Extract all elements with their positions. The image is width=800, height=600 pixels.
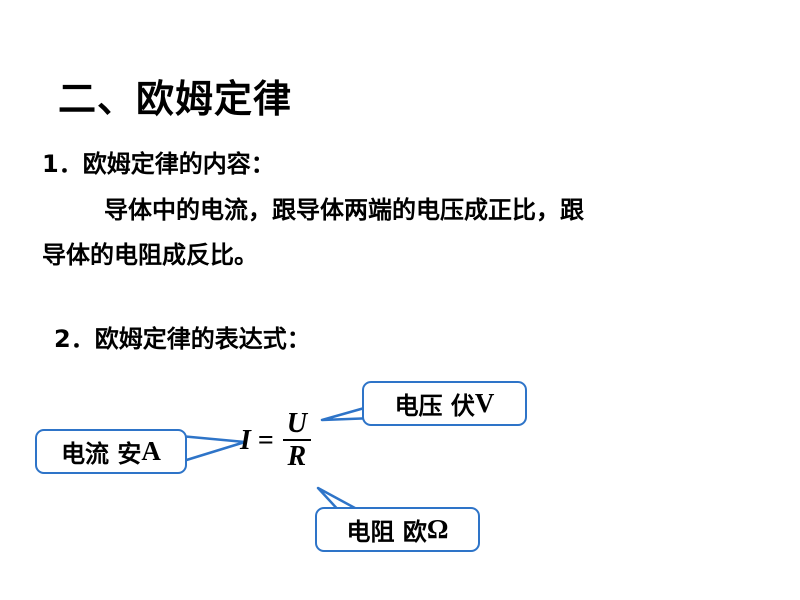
current-callout-pointer [178,434,247,464]
resistance-unit: Ω [426,514,449,544]
formula-denominator: R [287,441,307,472]
voltage-callout-label: 电压 伏 [394,392,475,420]
law-content-line-1: 导体中的电流，跟导体两端的电压成正比，跟 [104,196,584,224]
voltage-unit: V [474,388,495,418]
formula-equals-sign: = [257,425,274,456]
ohms-law-formula: I = U R [240,406,311,476]
resistance-callout-label: 电阻 欧 [346,518,427,546]
law-content-line-2: 导体的电阻成反比。 [42,241,258,269]
current-callout-label: 电流 安 [61,440,142,468]
section-1-label: 1．欧姆定律的内容： [42,150,275,178]
formula-fraction: U R [282,408,311,473]
current-unit: A [141,436,161,466]
formula-numerator: U [286,408,307,439]
fraction-bar [282,439,311,441]
page-title: 二、欧姆定律 [58,77,293,121]
formula-current-symbol: I [240,425,251,456]
section-2-label: 2．欧姆定律的表达式： [54,325,311,353]
